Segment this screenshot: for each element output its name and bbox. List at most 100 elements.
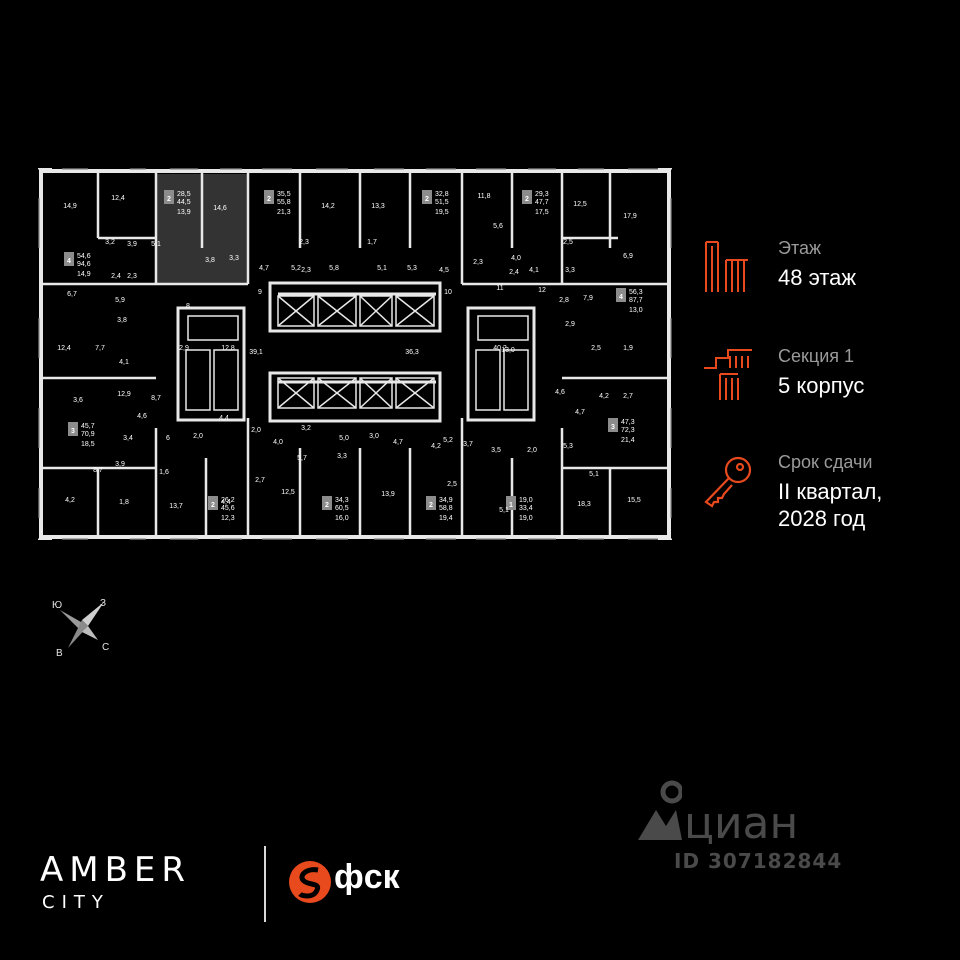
outer-wall bbox=[39, 169, 671, 539]
room-count: 3 bbox=[71, 428, 75, 435]
room-count: 2 bbox=[425, 196, 429, 203]
apartment-badge[interactable]: 232,851,519,5 bbox=[422, 190, 449, 216]
room-area-label: 17,9 bbox=[623, 213, 637, 220]
room-area-label: 4,2 bbox=[599, 393, 609, 400]
room-area-label: 4,7 bbox=[259, 265, 269, 272]
brand-amber: AMBER bbox=[40, 850, 192, 890]
apartment-badge[interactable]: 454,694,614,9 bbox=[64, 252, 91, 278]
room-area-label: 2,0 bbox=[251, 427, 261, 434]
room-count: 3 bbox=[611, 424, 615, 431]
apartment-badge[interactable]: 226,245,612,3 bbox=[208, 496, 235, 522]
info-section: Секция 1 5 корпус bbox=[700, 346, 950, 446]
room-area-label: 7,9 bbox=[583, 295, 593, 302]
map-pin-icon bbox=[638, 780, 682, 840]
apartment-badge[interactable]: 229,347,717,5 bbox=[522, 190, 549, 216]
room-area-label: 3,4 bbox=[123, 435, 133, 442]
apartment-badge[interactable]: 234,958,819,4 bbox=[426, 496, 453, 522]
room-area-label: 2,3 bbox=[473, 259, 483, 266]
building-core bbox=[176, 281, 536, 423]
living-area: 34,9 bbox=[439, 497, 453, 504]
apartment-badge[interactable]: 345,770,918,5 bbox=[68, 422, 95, 448]
compass-letter-w: Ю bbox=[52, 600, 63, 611]
living-area: 54,6 bbox=[77, 253, 91, 260]
kitchen-area: 21,4 bbox=[621, 437, 635, 444]
living-area: 47,3 bbox=[621, 419, 635, 426]
room-area-label: 4,0 bbox=[511, 255, 521, 262]
room-area-label: 8,7 bbox=[93, 467, 103, 474]
room-area-label: 4,0 bbox=[273, 439, 283, 446]
section-value: 5 корпус bbox=[778, 373, 865, 398]
compass: Ю З В С bbox=[48, 596, 120, 660]
room-count: 1 bbox=[509, 502, 513, 509]
kitchen-area: 19,5 bbox=[435, 209, 449, 216]
room-area-label: 2,9 bbox=[565, 321, 575, 328]
apartment-badge[interactable]: 234,360,516,0 bbox=[322, 496, 349, 522]
compass-rose-icon bbox=[60, 602, 104, 648]
room-area-label: 14,6 bbox=[213, 205, 227, 212]
room-count: 2 bbox=[167, 196, 171, 203]
room-area-label: 3,3 bbox=[565, 267, 575, 274]
room-area-label: 3,5 bbox=[491, 447, 501, 454]
brand-city: CITY bbox=[42, 892, 110, 913]
room-area-label: 2,7 bbox=[255, 477, 265, 484]
fsk-logo: фск bbox=[288, 858, 428, 908]
room-area-label: 3,3 bbox=[229, 255, 239, 262]
room-area-label: 5,1 bbox=[589, 471, 599, 478]
floor-label: Этаж bbox=[778, 238, 822, 258]
floor-plan-drawing: 228,544,513,9235,555,821,3232,851,519,52… bbox=[38, 168, 672, 540]
room-area-label: 11,8 bbox=[477, 193, 490, 200]
room-area-label: 13,7 bbox=[169, 503, 183, 510]
windows bbox=[38, 168, 672, 540]
room-area-label: 6,9 bbox=[623, 253, 633, 260]
compass-letter-s: В bbox=[56, 648, 63, 659]
kitchen-area: 19,0 bbox=[519, 515, 533, 522]
wall-ticks bbox=[38, 168, 672, 540]
room-area-label: 5,1 bbox=[377, 265, 387, 272]
apartment-badge[interactable]: 119,033,419,0 bbox=[506, 496, 533, 522]
room-area-label: 2,4 bbox=[509, 269, 519, 276]
room-count-box bbox=[608, 418, 618, 432]
room-area-label: 14,9 bbox=[63, 203, 77, 210]
room-area-label: 4,2 bbox=[65, 497, 75, 504]
apartment-badge[interactable]: 3 47,372,3 21,4 bbox=[608, 418, 635, 444]
room-area-label: 1,9 bbox=[623, 345, 633, 352]
total-area: 60,5 bbox=[335, 505, 349, 512]
apartment-badge[interactable]: 235,555,821,3 bbox=[264, 190, 291, 216]
room-area-label: 5,8 bbox=[329, 265, 339, 272]
total-area: 55,8 bbox=[277, 199, 291, 206]
room-count-box bbox=[164, 190, 174, 204]
room-area-label: 12,9 bbox=[117, 391, 131, 398]
brand-divider bbox=[264, 846, 266, 922]
room-area-label: 2,0 bbox=[527, 447, 537, 454]
fsk-logo-icon bbox=[289, 861, 331, 903]
apartment-badge[interactable]: 228,544,513,9 bbox=[164, 190, 191, 216]
room-count-box bbox=[422, 190, 432, 204]
total-area: 72,3 bbox=[621, 427, 635, 434]
apartment-badge[interactable]: 456,387,713,0 bbox=[616, 288, 643, 314]
total-area: 33,4 bbox=[519, 505, 533, 512]
room-area-label: 8,7 bbox=[151, 395, 161, 402]
room-area-label: 13,3 bbox=[371, 203, 385, 210]
room-area-label: 5,3 bbox=[407, 265, 417, 272]
room-area-label: 5,6 bbox=[493, 223, 503, 230]
room-area-label: 4,1 bbox=[119, 359, 129, 366]
room-area-label: 18,3 bbox=[577, 501, 591, 508]
living-area: 56,3 bbox=[629, 289, 643, 296]
room-area-label: 5,2 bbox=[291, 265, 301, 272]
total-area: 44,5 bbox=[177, 199, 191, 206]
room-area-label: 3,7 bbox=[463, 441, 473, 448]
room-area-label: 6 bbox=[166, 435, 170, 442]
total-area: 47,7 bbox=[535, 199, 549, 206]
kitchen-area: 18,5 bbox=[81, 441, 95, 448]
room-count-box bbox=[322, 496, 332, 510]
room-area-label: 2,5 bbox=[591, 345, 601, 352]
total-area: 51,5 bbox=[435, 199, 449, 206]
amber-city-logo: AMBER CITY bbox=[40, 850, 260, 920]
room-area-label: 5,1 bbox=[151, 241, 161, 248]
room-count-box bbox=[208, 496, 218, 510]
info-floor: Этаж 48 этаж bbox=[700, 238, 950, 338]
room-area-label: 2,3 bbox=[127, 273, 137, 280]
watermark-word: циан bbox=[684, 798, 799, 849]
room-area-label: 9 bbox=[258, 289, 262, 296]
